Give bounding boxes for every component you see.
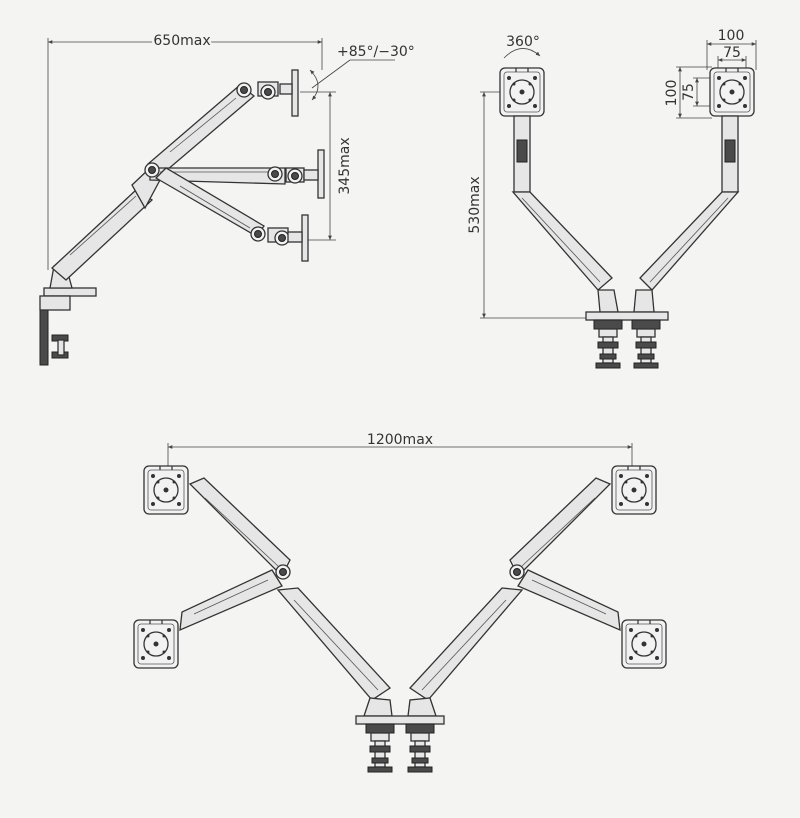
vesa-plate-front-right — [709, 67, 755, 117]
vesa-width-inner-label: 75 — [723, 45, 741, 61]
height-adjust-label: 345max — [337, 137, 353, 194]
vesa-plate-top-left-upper — [143, 465, 189, 515]
vesa-width-outer-label: 100 — [718, 28, 745, 44]
vesa-plate-front-left — [499, 67, 545, 117]
top-left-base-arm — [276, 587, 391, 701]
top-left-upper-arm — [188, 477, 291, 578]
lower-arm — [51, 189, 154, 281]
vesa-plate-top-left-lower — [133, 619, 179, 669]
tilt-label: +85°/−30° — [337, 44, 415, 60]
front-view: 360° 100 75 100 75 530max — [467, 28, 757, 369]
pole-height-label: 530max — [467, 176, 483, 233]
top-right-lower-arm — [517, 569, 621, 632]
side-view: 650max +85°/−30° 345max — [39, 31, 415, 366]
monitor-plate-top — [291, 69, 299, 117]
vesa-plate-top-right-lower — [621, 619, 667, 669]
desk-plate — [43, 287, 97, 297]
top-left-lower-arm — [179, 569, 283, 632]
top-desk-plate — [355, 715, 445, 725]
vesa-plate-top-right-upper — [611, 465, 657, 515]
top-right-base-arm — [409, 587, 524, 701]
rotation-label: 360° — [506, 34, 540, 50]
front-left-arm — [511, 191, 613, 291]
reach-label: 650max — [153, 33, 210, 49]
front-right-arm — [639, 191, 740, 291]
span-label: 1200max — [367, 432, 433, 448]
top-view: 1200max — [133, 432, 667, 773]
vesa-height-outer-label: 100 — [664, 80, 680, 107]
top-right-upper-arm — [509, 477, 612, 578]
vesa-height-inner-label: 75 — [681, 83, 697, 101]
monitor-plate-middle — [317, 149, 325, 199]
upper-arm-lowered — [154, 167, 265, 237]
upper-arm-raised — [147, 84, 256, 177]
front-desk-plate — [585, 311, 669, 321]
monitor-plate-bottom — [301, 214, 309, 262]
